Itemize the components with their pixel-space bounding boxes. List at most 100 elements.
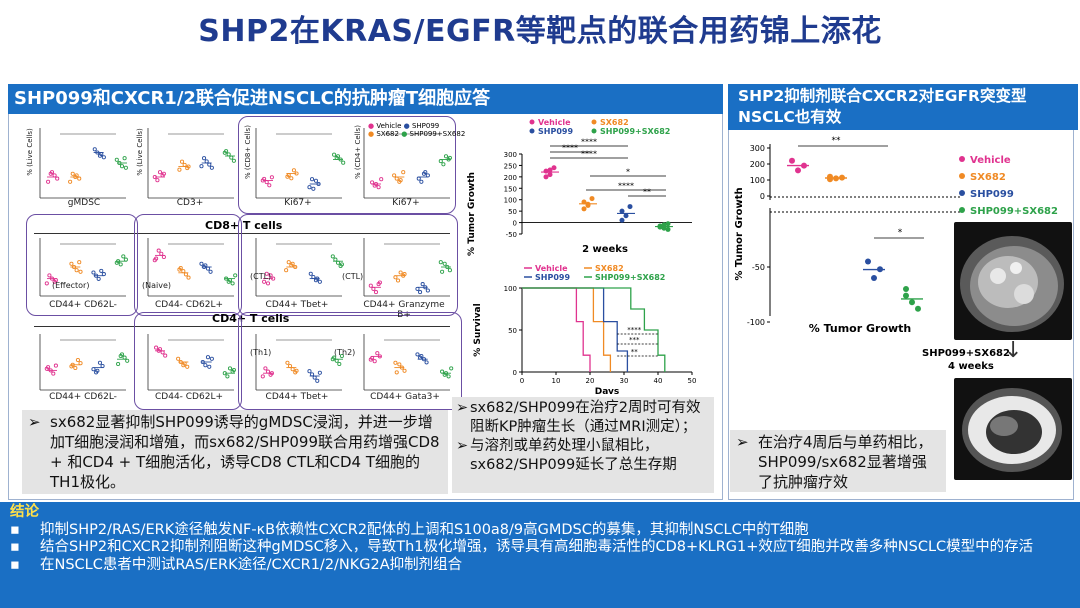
row3-xlabel-1: CD44+ CD62L- xyxy=(49,392,117,402)
data-point xyxy=(789,157,795,164)
down-arrow-icon: ↓ xyxy=(1004,338,1023,363)
data-point xyxy=(551,165,557,171)
mini-data-point xyxy=(156,248,161,253)
row1-ylabel-4: % (CD4+ Cells) xyxy=(354,125,362,179)
mri-label-2: 4 weeks xyxy=(948,361,994,372)
mini-data-point xyxy=(154,345,159,350)
mini-data-point xyxy=(78,269,83,274)
mini-data-point xyxy=(394,370,399,375)
y-tick-label: 50 xyxy=(508,327,517,335)
mini-data-point xyxy=(315,378,320,383)
legend-vehicle: Vehicle xyxy=(376,122,402,130)
mini-data-point xyxy=(183,272,188,277)
conclusion-item-3: 在NSCLC患者中测试RAS/ERK途径/CXCR1/2/NKG2A抑制剂组合 xyxy=(40,556,463,573)
mini-data-point xyxy=(268,273,273,278)
mini-data-point xyxy=(441,162,446,167)
right-caption-text: 在治疗4周后与单药相比，SHP099/sx682显著增强了抗肿瘤疗效 xyxy=(758,433,933,491)
legend-combo: SHP099+SX682 xyxy=(409,130,466,138)
legend-label: SHP099+SX682 xyxy=(600,127,670,136)
y-tick-label: 0 xyxy=(760,192,765,201)
y-axis-label: % Tumor Growth xyxy=(467,172,477,256)
row1-xlabel-1: gMDSC xyxy=(67,198,101,208)
y-tick-label: 0 xyxy=(513,220,517,228)
mini-data-point xyxy=(416,176,421,181)
mini-data-point xyxy=(202,156,207,161)
mini-data-point xyxy=(125,358,130,363)
y-tick-label: 150 xyxy=(504,185,517,193)
mini-data-point xyxy=(339,353,344,359)
row2-plots xyxy=(39,238,452,297)
mini-data-point xyxy=(334,358,339,363)
row3-xlabel-3: CD44+ Tbet+ xyxy=(265,392,329,402)
mini-data-point xyxy=(178,265,183,271)
sig-label: ** xyxy=(832,136,842,146)
survival-curve xyxy=(522,287,666,372)
mini-data-point xyxy=(163,353,168,358)
mini-data-point xyxy=(289,176,294,181)
mini-data-point xyxy=(100,363,105,369)
mini-data-point xyxy=(440,369,445,374)
mini-data-point xyxy=(425,288,430,293)
mini-data-point xyxy=(68,179,73,184)
y-tick-label: 200 xyxy=(750,160,765,169)
row2-xlabel-3: CD44+ Tbet+ xyxy=(265,300,329,310)
mini-data-point xyxy=(123,165,128,170)
data-point xyxy=(903,292,909,299)
mini-data-point xyxy=(78,361,83,366)
mini-data-point xyxy=(375,351,380,356)
row1-xlabel-2: CD3+ xyxy=(176,198,204,208)
mini-data-point xyxy=(313,178,319,183)
sig-label: * xyxy=(626,168,630,177)
right-caption-box: ➢ 在治疗4周后与单药相比，SHP099/sx682显著增强了抗肿瘤疗效 xyxy=(730,430,946,492)
legend-marker xyxy=(529,119,535,125)
mini-data-point xyxy=(419,179,424,184)
mini-data-point xyxy=(229,155,234,160)
row1-ylabel-3: % (CD8+ Cells) xyxy=(244,125,252,179)
legend-marker xyxy=(591,119,597,125)
mini-data-point xyxy=(95,368,100,373)
mini-data-point xyxy=(402,368,407,373)
legend-label: SX682 xyxy=(970,172,1006,183)
row1-ylabel-1: % (Live Cells) xyxy=(26,128,34,176)
legend-marker xyxy=(959,173,965,179)
mini-data-point xyxy=(122,156,127,161)
legend-marker xyxy=(529,128,535,134)
mini-data-point xyxy=(307,185,312,190)
mini-data-point xyxy=(291,168,296,173)
data-point xyxy=(547,172,553,178)
mini-data-point xyxy=(91,270,96,275)
middle-caption-1: sx682/SHP099在治疗2周时可有效阻断KP肿瘤生长（通过MRI测定）； xyxy=(470,400,701,435)
arrow-bullet-icon: ➢ xyxy=(456,400,469,416)
x-tick-label: 10 xyxy=(552,377,561,385)
conclusion-item-2: 结合SHP2和CXCR2抑制剂阻断这种gMDSC移入，导致Th1极化增强，诱导具… xyxy=(40,539,1034,555)
mini-data-point xyxy=(262,279,267,284)
sig-label: **** xyxy=(581,138,597,147)
mini-data-point xyxy=(101,272,106,277)
data-point xyxy=(903,286,909,292)
arrow-bullet-icon: ➢ xyxy=(736,433,749,451)
mini-data-point xyxy=(77,260,82,265)
mri-scan-graphic xyxy=(962,388,1062,472)
mini-data-point xyxy=(182,162,187,167)
sig-label: **** xyxy=(618,182,634,191)
row2-inner-4: (CTL) xyxy=(342,272,364,281)
mini-data-point xyxy=(97,360,103,365)
mini-data-point xyxy=(92,147,97,152)
mini-data-point xyxy=(294,368,299,373)
mini-data-point xyxy=(310,372,315,377)
mini-data-point xyxy=(330,254,335,259)
x-axis-label: Days xyxy=(595,387,620,394)
legend-label: SX682 xyxy=(600,118,629,127)
data-point xyxy=(547,167,553,173)
data-point xyxy=(589,196,595,202)
mini-data-point xyxy=(77,176,82,181)
mini-data-point xyxy=(419,353,424,359)
cd8-box-right xyxy=(238,214,458,316)
row2-xlabel-1: CD44+ CD62L- xyxy=(49,300,117,310)
y-tick-label: 100 xyxy=(750,176,765,185)
legend-marker xyxy=(959,190,965,196)
small-legend: ● Vehicle ● SHP099 ● SX682 ● SHP099+SX68… xyxy=(368,122,466,138)
y-tick-label: 200 xyxy=(504,174,517,182)
row2-inner-3: (CTL) xyxy=(250,272,272,281)
